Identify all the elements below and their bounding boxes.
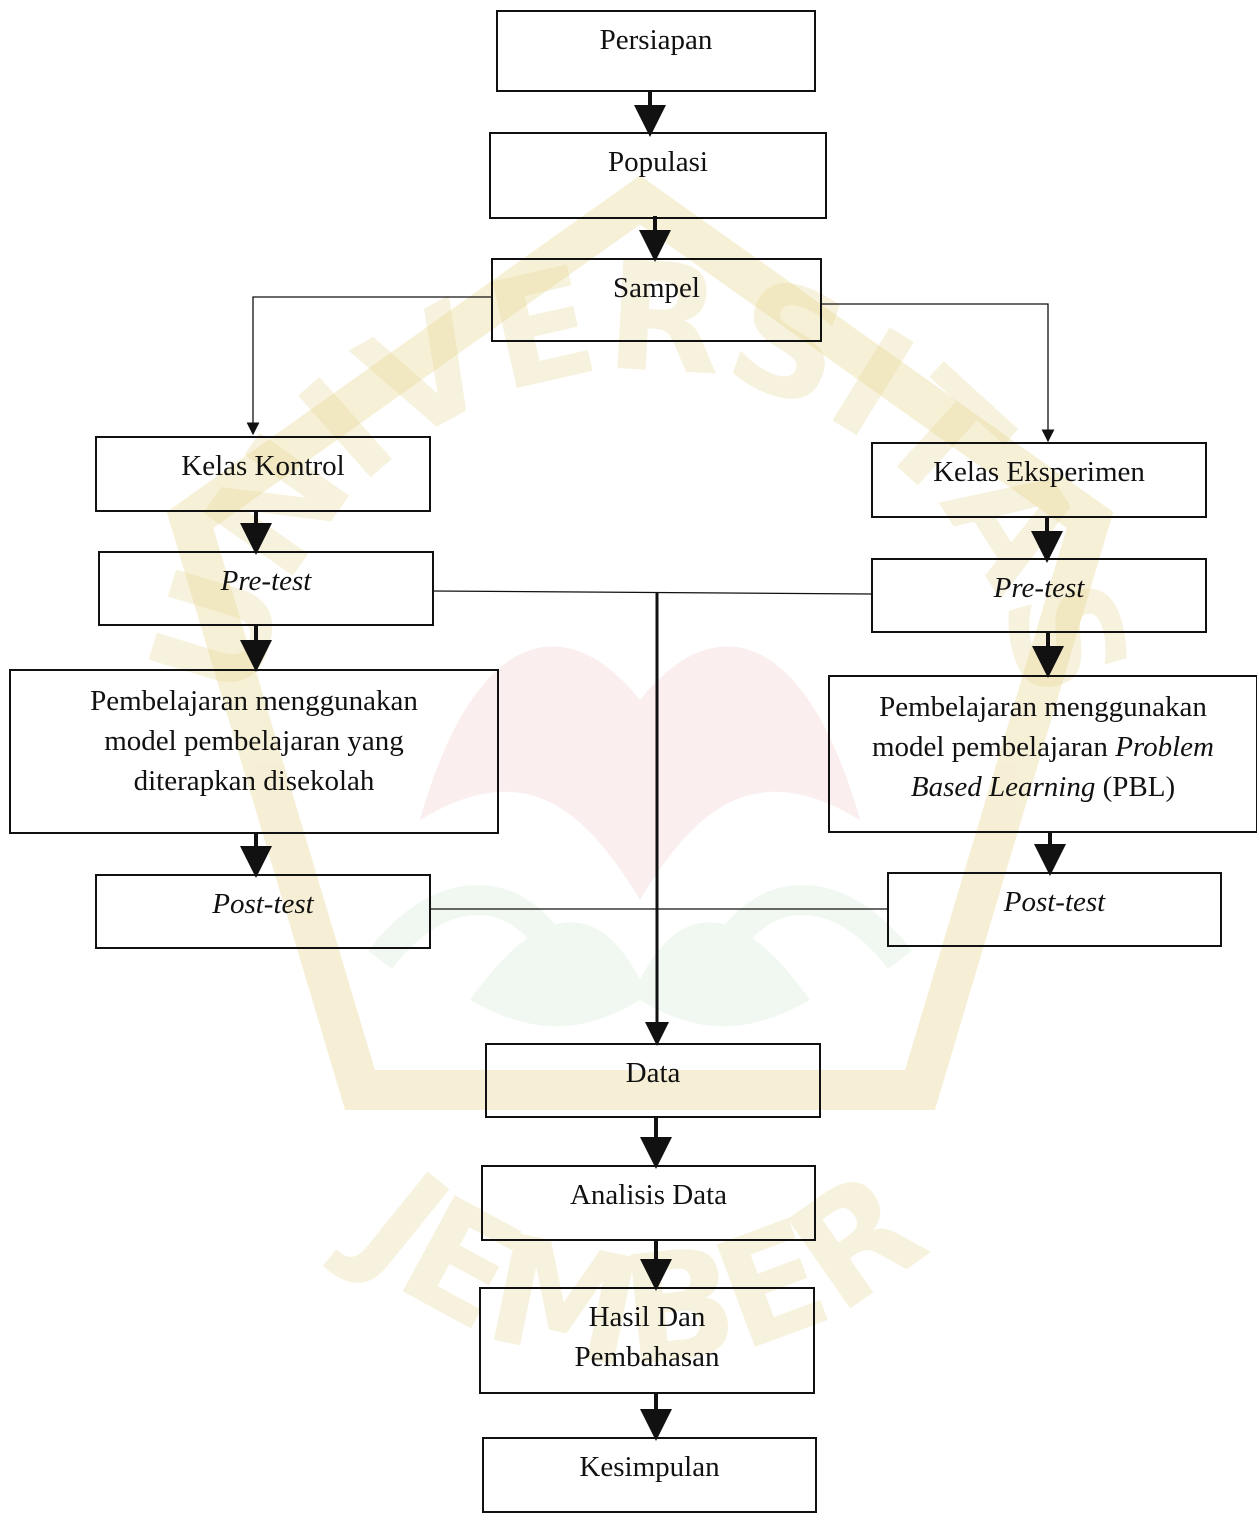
kesimpulan-label: Kesimpulan <box>579 1451 720 1483</box>
learning-kontrol-line1: Pembelajaran menggunakan <box>90 685 418 717</box>
kelas-eksperimen-label: Kelas Eksperimen <box>933 456 1145 488</box>
populasi-box: Populasi <box>489 132 827 219</box>
analisis-data-label: Analisis Data <box>569 1179 728 1211</box>
posttest-kontrol-box: Post-test <box>95 874 431 949</box>
learning-eksperimen-line2-italic: Problem <box>1115 731 1214 763</box>
posttest-eksperimen-label: Post-test <box>1003 886 1106 918</box>
hasil-line1: Hasil Dan <box>588 1301 706 1333</box>
kelas-eksperimen-box: Kelas Eksperimen <box>871 442 1207 518</box>
pretest-eksperimen-box: Pre-test <box>871 558 1207 633</box>
hasil-line2: Pembahasan <box>574 1341 720 1373</box>
learning-eksperimen-line1: Pembelajaran menggunakan <box>879 691 1207 723</box>
data-box: Data <box>485 1043 821 1118</box>
posttest-eksperimen-box: Post-test <box>887 872 1222 947</box>
learning-eksperimen-line2-prefix: model pembelajaran <box>872 731 1116 763</box>
sampel-label: Sampel <box>613 272 700 304</box>
kelas-kontrol-box: Kelas Kontrol <box>95 436 431 512</box>
learning-eksperimen-line3-italic: Based Learning <box>910 771 1096 803</box>
arrow-sampel-eksperimen <box>822 303 1055 443</box>
persiapan-label: Persiapan <box>599 24 713 56</box>
learning-kontrol-box: Pembelajaran menggunakan model pembelaja… <box>9 669 499 834</box>
persiapan-box: Persiapan <box>496 10 816 92</box>
pretest-kontrol-label: Pre-test <box>220 565 312 597</box>
learning-eksperimen-line3: Based Learning (PBL) <box>830 767 1256 807</box>
line-pretest-link <box>431 590 872 595</box>
learning-eksperimen-line3-suffix: (PBL) <box>1095 771 1176 803</box>
watermark-logo <box>166 175 1114 1110</box>
populasi-label: Populasi <box>608 146 708 178</box>
analisis-data-box: Analisis Data <box>481 1165 816 1241</box>
posttest-kontrol-label: Post-test <box>212 888 314 920</box>
hasil-pembahasan-box: Hasil Dan Pembahasan <box>479 1287 815 1394</box>
pretest-eksperimen-label: Pre-test <box>993 572 1085 604</box>
data-label: Data <box>625 1057 681 1089</box>
arrow-sampel-kontrol <box>246 296 491 436</box>
learning-kontrol-line3: diterapkan disekolah <box>133 765 375 797</box>
sampel-box: Sampel <box>491 258 822 342</box>
kelas-kontrol-label: Kelas Kontrol <box>181 450 345 482</box>
pretest-kontrol-box: Pre-test <box>98 551 434 626</box>
learning-eksperimen-line2: model pembelajaran Problem <box>830 727 1256 767</box>
learning-kontrol-line2: model pembelajaran yang <box>104 725 404 757</box>
kesimpulan-box: Kesimpulan <box>482 1437 817 1513</box>
learning-eksperimen-box: Pembelajaran menggunakan model pembelaja… <box>828 675 1257 833</box>
